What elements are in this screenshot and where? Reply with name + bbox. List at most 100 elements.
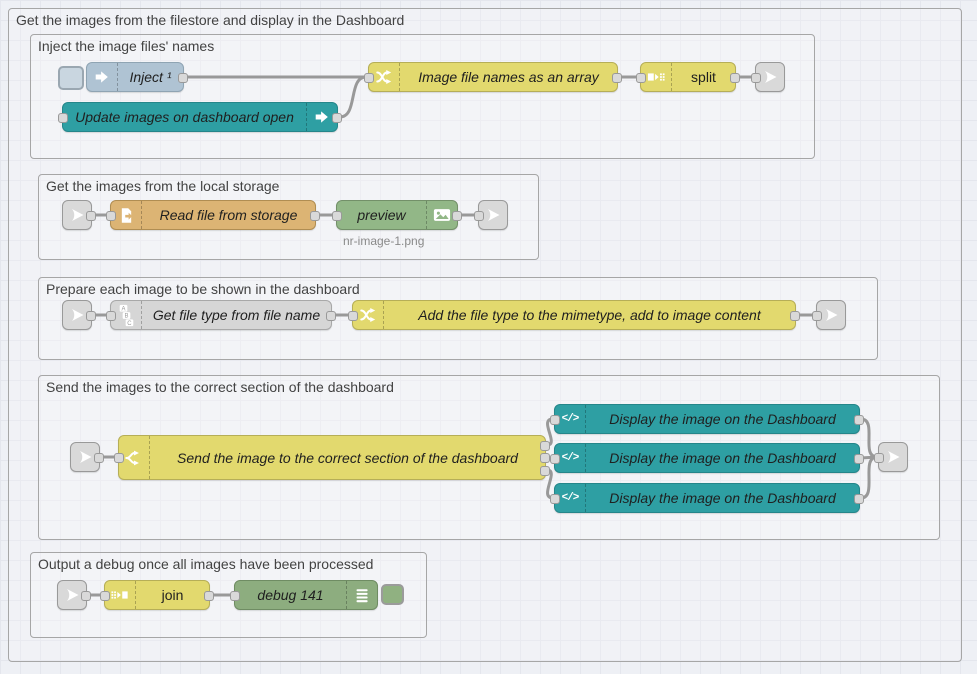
input-port[interactable]	[550, 415, 560, 425]
switch-icon	[119, 436, 150, 479]
join-icon	[105, 581, 136, 609]
output-port[interactable]	[326, 311, 336, 321]
input-port[interactable]	[874, 453, 884, 463]
output-port[interactable]	[854, 454, 864, 464]
output-port[interactable]	[854, 415, 864, 425]
function-icon	[353, 301, 384, 329]
output-port[interactable]	[612, 73, 622, 83]
node-fn-image-file-names[interactable]: Image file names as an array	[364, 62, 622, 92]
file-icon	[111, 201, 142, 229]
input-port[interactable]	[550, 494, 560, 504]
node-status: nr-image-1.png	[343, 234, 425, 248]
template-icon: </>	[555, 405, 586, 433]
node-link-in[interactable]	[62, 200, 96, 230]
node-display-dashboard-2[interactable]: </> Display the image on the Dashboard	[550, 443, 864, 473]
input-port[interactable]	[106, 211, 116, 221]
input-port[interactable]	[348, 311, 358, 321]
output-port[interactable]	[730, 73, 740, 83]
input-port[interactable]	[636, 73, 646, 83]
node-link-out[interactable]	[812, 300, 846, 330]
group-output-label: Output a debug once all images have been…	[38, 556, 374, 572]
node-link-out[interactable]	[474, 200, 508, 230]
output-port-2[interactable]	[540, 453, 550, 463]
inject-button[interactable]	[58, 66, 84, 90]
input-port[interactable]	[812, 311, 822, 321]
link-out-icon	[488, 209, 500, 221]
abc-icon: A B C	[111, 301, 142, 329]
output-port[interactable]	[86, 211, 96, 221]
node-label: Read file from storage	[159, 207, 298, 223]
node-label: Get file type from file name	[152, 307, 321, 323]
image-icon	[426, 201, 457, 229]
node-fn-add-mimetype[interactable]: Add the file type to the mimetype, add t…	[348, 300, 800, 330]
link-out-icon	[765, 71, 777, 83]
node-preview[interactable]: preview	[332, 200, 462, 230]
output-port-3[interactable]	[540, 466, 550, 476]
node-link-in[interactable]	[70, 442, 104, 472]
node-label: Image file names as an array	[418, 69, 599, 85]
node-link-in[interactable]	[62, 300, 96, 330]
node-label: join	[161, 587, 184, 603]
output-port[interactable]	[452, 211, 462, 221]
node-label: Display the image on the Dashboard	[609, 411, 836, 427]
output-port[interactable]	[94, 453, 104, 463]
node-switch-send[interactable]: Send the image to the correct section of…	[114, 435, 550, 480]
input-port[interactable]	[58, 113, 68, 123]
link-out-icon	[826, 309, 838, 321]
group-send-label: Send the images to the correct section o…	[46, 379, 394, 395]
node-join[interactable]: join	[100, 580, 214, 610]
input-port[interactable]	[751, 73, 761, 83]
template-icon: </>	[555, 484, 586, 512]
node-link-out[interactable]	[751, 62, 785, 92]
node-debug[interactable]: debug 141	[230, 580, 378, 610]
debug-list-icon	[346, 581, 377, 609]
group-inject[interactable]: Inject the image files' names	[30, 34, 815, 159]
node-split[interactable]: split	[636, 62, 740, 92]
input-port[interactable]	[364, 73, 374, 83]
link-in-icon	[80, 451, 92, 463]
input-port[interactable]	[550, 454, 560, 464]
node-label: Display the image on the Dashboard	[609, 490, 836, 506]
node-display-dashboard-1[interactable]: </> Display the image on the Dashboard	[550, 404, 864, 434]
output-port[interactable]	[310, 211, 320, 221]
debug-enable-toggle[interactable]	[381, 584, 404, 605]
output-port[interactable]	[204, 591, 214, 601]
link-out-icon	[888, 451, 900, 463]
node-link-in[interactable]	[57, 580, 91, 610]
node-update-images[interactable]: Update images on dashboard open	[58, 102, 342, 132]
group-storage-label: Get the images from the local storage	[46, 178, 280, 194]
node-read-file[interactable]: Read file from storage	[106, 200, 320, 230]
output-port[interactable]	[854, 494, 864, 504]
output-port[interactable]	[86, 311, 96, 321]
input-port[interactable]	[106, 311, 116, 321]
split-icon	[641, 63, 672, 91]
node-link-out[interactable]	[874, 442, 908, 472]
svg-text:C: C	[127, 320, 132, 326]
node-label: Update images on dashboard open	[75, 109, 294, 125]
input-port[interactable]	[114, 453, 124, 463]
link-in-icon	[72, 209, 84, 221]
group-outer-label: Get the images from the filestore and di…	[16, 12, 405, 28]
node-get-file-type[interactable]: A B C Get file type from file name	[106, 300, 336, 330]
input-port[interactable]	[100, 591, 110, 601]
node-label: Inject ¹	[129, 69, 172, 85]
output-port[interactable]	[790, 311, 800, 321]
function-icon	[369, 63, 400, 91]
svg-text:A: A	[121, 306, 125, 312]
input-port[interactable]	[474, 211, 484, 221]
output-port[interactable]	[81, 591, 91, 601]
dashboard-arrow-icon	[306, 103, 337, 131]
node-display-dashboard-3[interactable]: </> Display the image on the Dashboard	[550, 483, 864, 513]
output-port-1[interactable]	[540, 441, 550, 451]
link-in-icon	[72, 309, 84, 321]
link-in-icon	[67, 589, 79, 601]
template-icon: </>	[555, 444, 586, 472]
input-port[interactable]	[230, 591, 240, 601]
input-port[interactable]	[332, 211, 342, 221]
node-label: Display the image on the Dashboard	[609, 450, 836, 466]
node-inject[interactable]: Inject ¹	[86, 62, 188, 92]
group-prepare-label: Prepare each image to be shown in the da…	[46, 281, 360, 297]
output-port[interactable]	[332, 113, 342, 123]
output-port[interactable]	[178, 73, 188, 83]
